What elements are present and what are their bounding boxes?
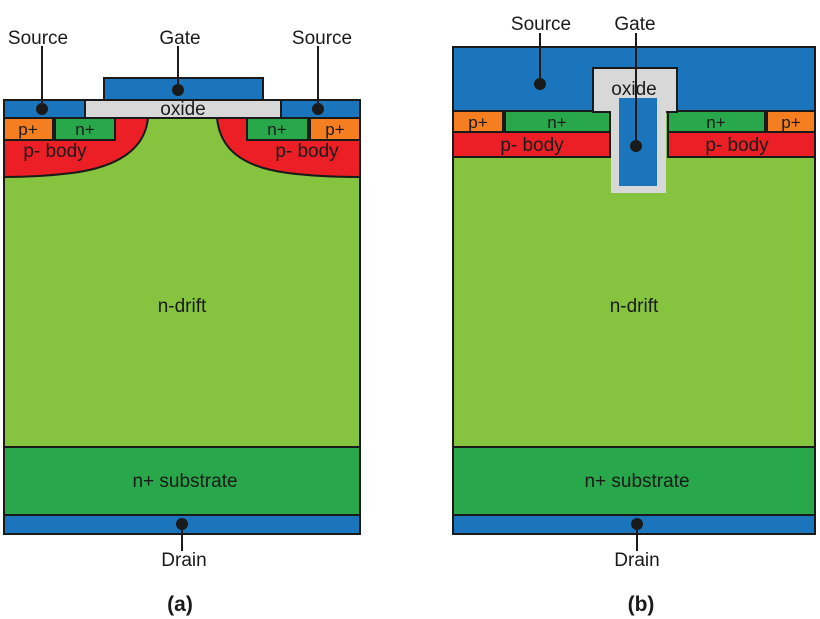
p-plus-left-label-b: p+ [468,113,487,132]
n-plus-right-label-b: n+ [706,113,725,132]
n-drift-label-a: n-drift [158,296,207,317]
trench-mosfet-diagram: Source Gate oxide p+ n+ n+ p+ p- body p-… [452,14,816,616]
p-plus-region-right-b [766,110,816,133]
p-body-left-label-b: p- body [500,135,564,156]
p-plus-left-label-a: p+ [18,120,37,139]
p-plus-region-left-b [452,110,504,133]
drain-contact-dot-b [631,518,643,530]
oxide-label-a: oxide [160,99,205,120]
drain-contact-dot-a [176,518,188,530]
source-right-label-a: Source [292,28,352,49]
n-drift-label-b: n-drift [610,296,659,317]
p-body-left-label-a: p- body [23,141,87,162]
n-plus-left-label-b: n+ [547,113,566,132]
source-contact-dot-b [534,78,546,90]
oxide-label-b: oxide [611,79,656,100]
n-plus-right-label-a: n+ [267,120,286,139]
p-body-region-left-b [452,131,611,158]
source-right-contact-dot-a [312,103,324,115]
n-substrate-label-a: n+ substrate [132,471,237,492]
source-label-b: Source [511,14,571,35]
planar-mosfet-diagram: Source Gate Source oxide p+ n+ n+ p+ p- … [3,28,361,616]
n-plus-region-right-b [667,110,766,133]
caption-a: (a) [167,593,193,616]
p-plus-right-label-b: p+ [781,113,800,132]
n-substrate-label-b: n+ substrate [584,471,689,492]
n-plus-region-left-b [504,110,611,133]
gate-label-a: Gate [159,28,200,49]
drain-label-b: Drain [614,550,659,571]
drain-label-a: Drain [161,550,206,571]
p-body-region-right-b [667,131,816,158]
gate-label-b: Gate [614,14,655,35]
n-substrate-region-b [452,446,816,516]
n-plus-left-label-a: n+ [75,120,94,139]
p-body-right-label-b: p- body [705,135,769,156]
n-substrate-region-a [3,446,361,516]
source-left-contact-dot-a [36,103,48,115]
gate-contact-dot-b [630,140,642,152]
source-left-label-a: Source [8,28,68,49]
caption-b: (b) [628,593,655,616]
gate-contact-dot-a [172,84,184,96]
p-plus-right-label-a: p+ [325,120,344,139]
p-body-right-label-a: p- body [275,141,339,162]
